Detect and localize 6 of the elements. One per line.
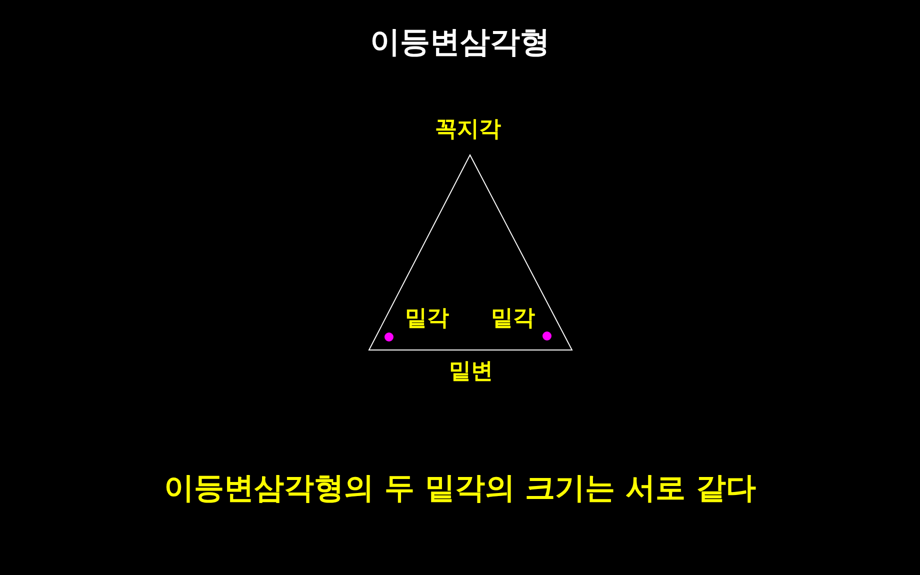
base-label: 밑변 [449, 361, 493, 383]
caption: 이등변삼각형의 두 밑각의 크기는 서로 같다 [164, 474, 756, 504]
vertex-angle-label: 꼭지각 [435, 119, 501, 141]
base-angle-label: 밑각 [405, 308, 449, 330]
title: 이등변삼각형 [370, 28, 550, 58]
base-angle-label: 밑각 [491, 308, 535, 330]
